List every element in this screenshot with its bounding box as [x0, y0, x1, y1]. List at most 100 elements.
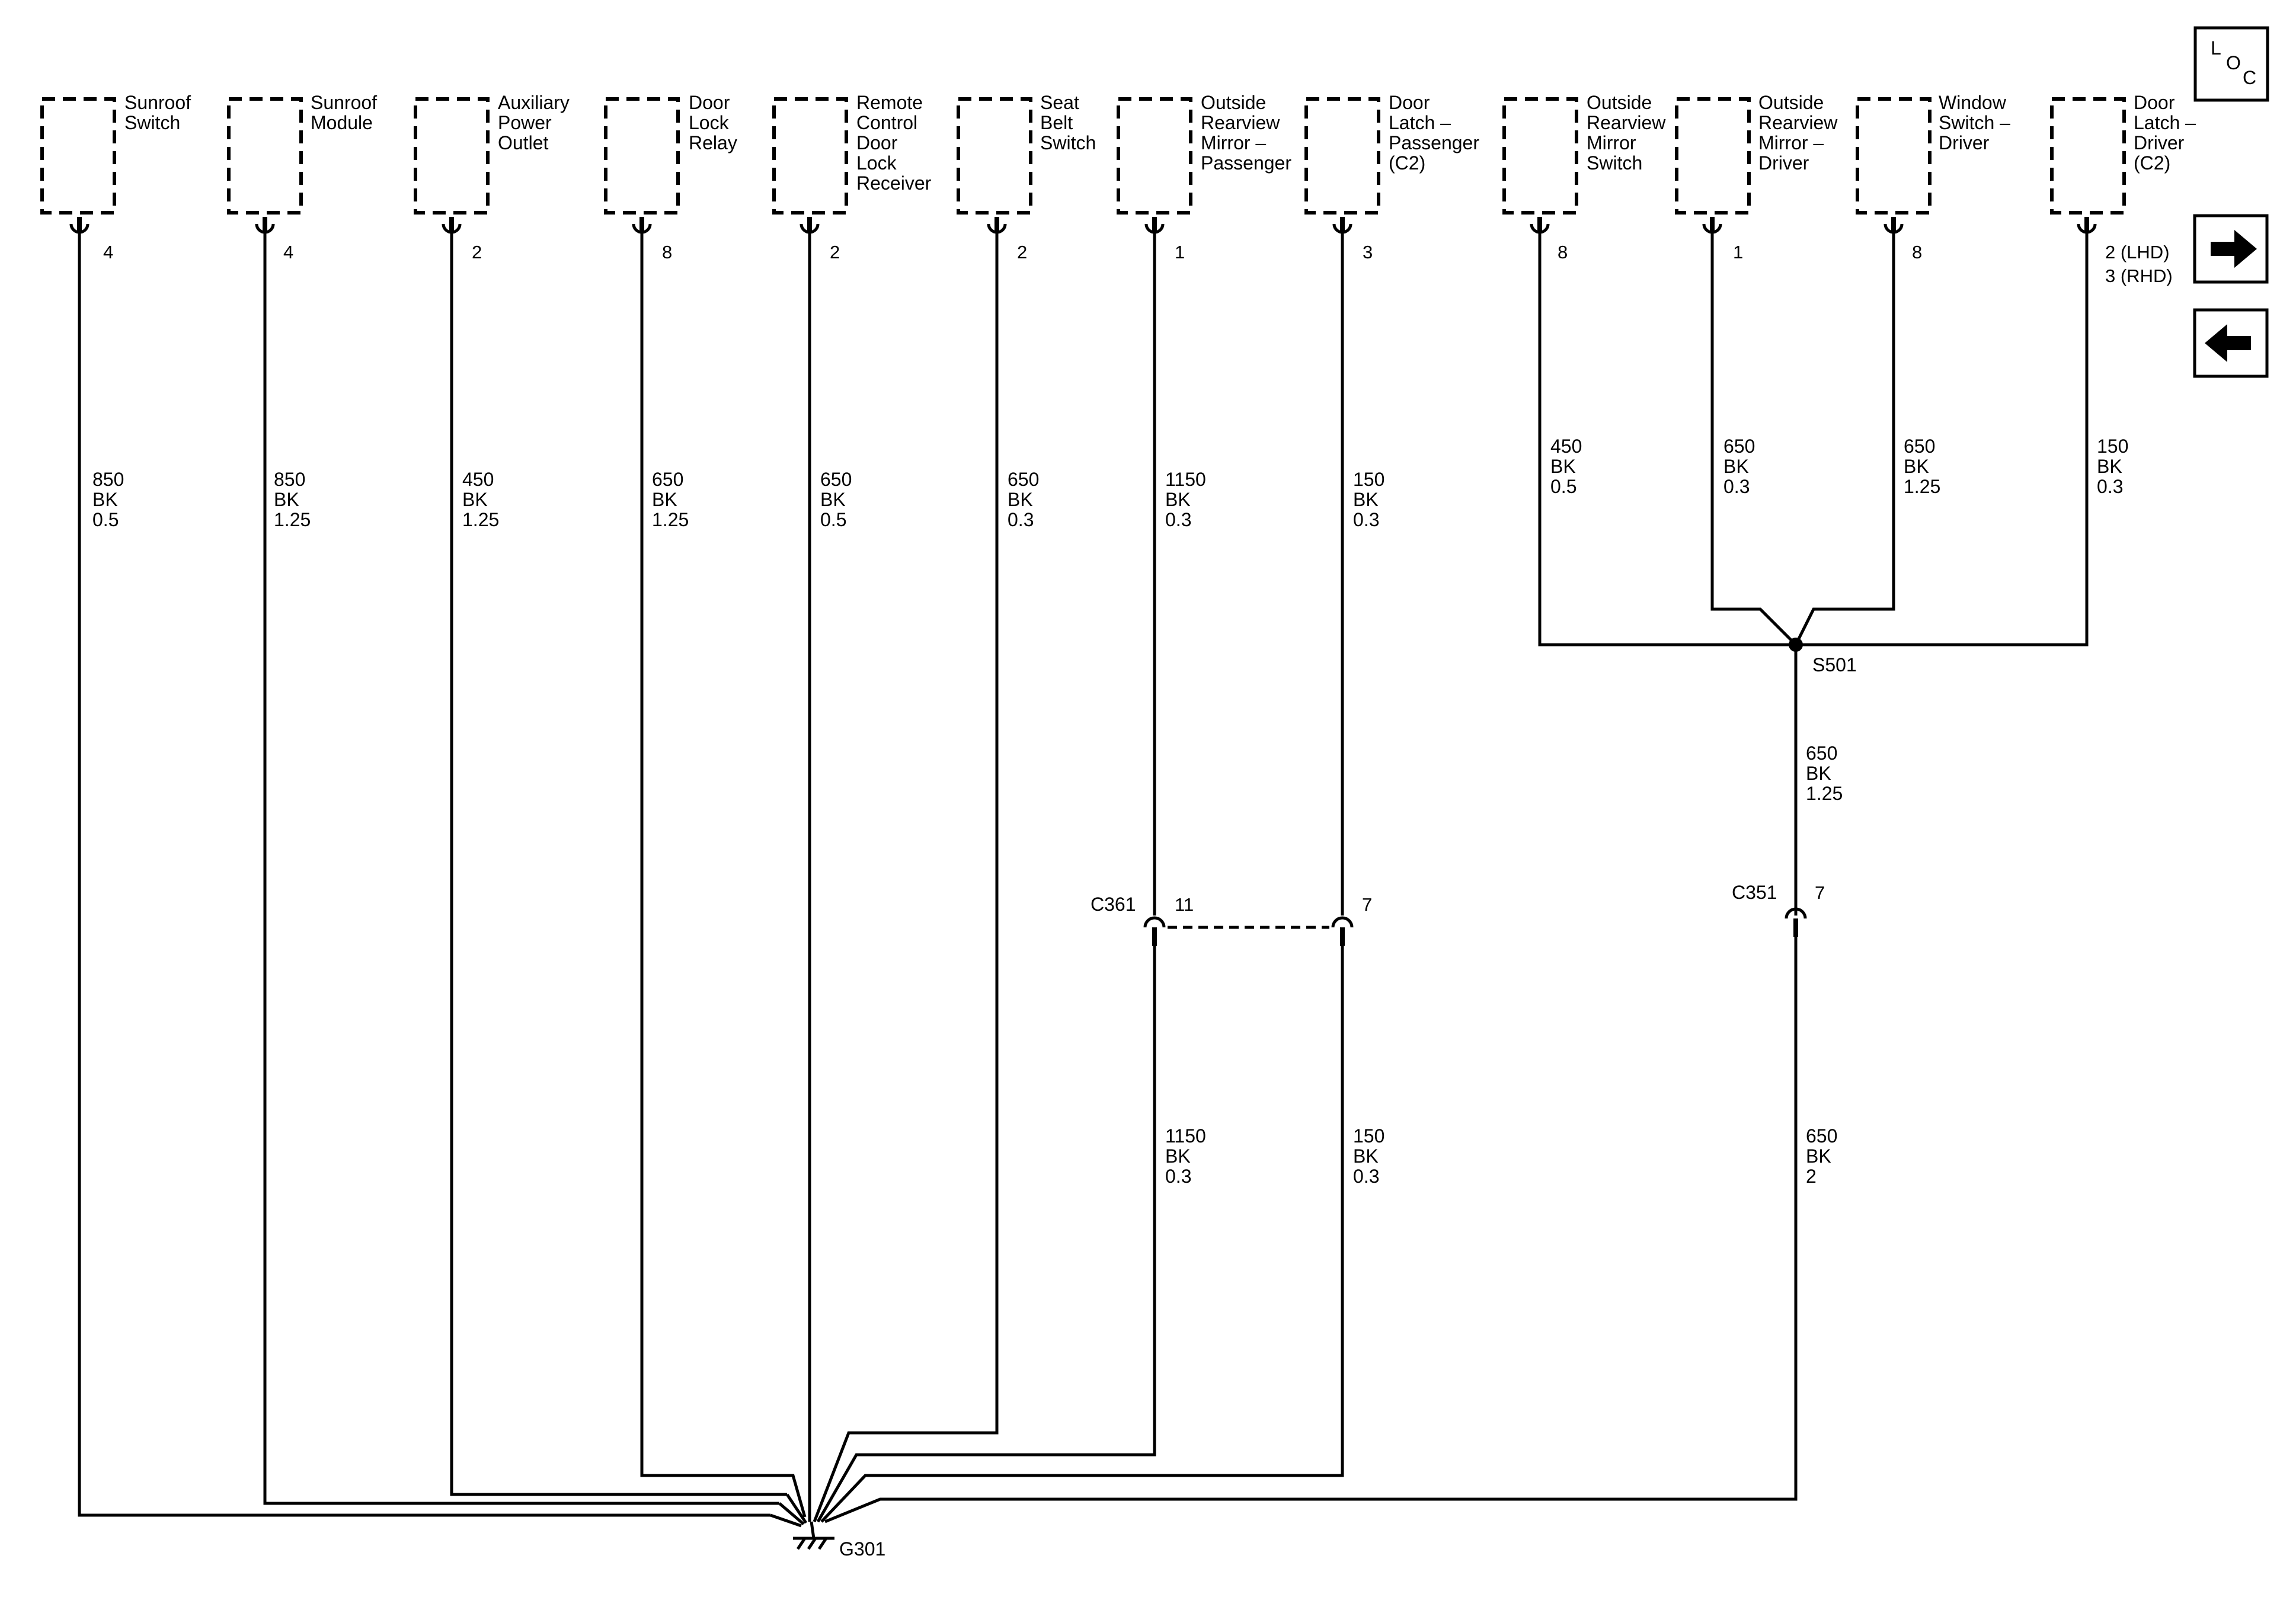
- c361-pin-label: 11: [1175, 894, 1194, 915]
- wire-c351-to-ground: [824, 936, 1798, 1523]
- pin-number: 2: [472, 242, 482, 263]
- splice-point: [1789, 638, 1803, 652]
- outside-rearview-mirror-switch-box: [1502, 97, 1578, 215]
- c361-pin-7: [1331, 916, 1354, 928]
- wire-door-lock-relay: [640, 232, 807, 1518]
- wires: [78, 232, 2089, 1528]
- seat-belt-switch-box: [957, 97, 1032, 215]
- terminal: [1332, 217, 1352, 234]
- loc-letter: C: [2243, 67, 2256, 88]
- pin-number: 8: [1558, 242, 1568, 263]
- left-arrow-icon[interactable]: [2193, 308, 2269, 378]
- wire-sunroof-module: [263, 232, 779, 1505]
- right-arrow-icon[interactable]: [2193, 214, 2269, 284]
- terminal: [1884, 217, 1904, 234]
- terminal: [1530, 217, 1550, 234]
- wire-sunroof-switch: [78, 232, 770, 1517]
- pin-number: 2: [830, 242, 840, 263]
- pin-number: 1: [1175, 242, 1185, 263]
- c351-connector: C351 7: [1732, 882, 1825, 937]
- pin-number: 1: [1733, 242, 1743, 263]
- c361-pin-11: [1143, 916, 1166, 928]
- pin-numbers: 4 4 2 8 2 2 1 3 8 1 8 2 (LHD) 3 (RHD): [103, 242, 2173, 286]
- sunroof-module-box: [227, 97, 303, 215]
- sunroof-switch-box: [40, 97, 116, 215]
- terminal: [1144, 217, 1165, 234]
- door-lock-relay-box: [604, 97, 680, 215]
- loc-icon[interactable]: L O C: [2193, 26, 2269, 102]
- wire-mirror-switch: [1538, 232, 1796, 646]
- remote-control-door-lock-receiver-box: [772, 97, 848, 215]
- outside-rearview-mirror-driver-box: [1675, 97, 1751, 215]
- c361-pin-label: 7: [1362, 894, 1372, 915]
- auxiliary-power-outlet-box: [414, 97, 490, 215]
- component-terminals: [69, 217, 2097, 234]
- terminal: [632, 217, 652, 234]
- c361-connector: C361 11 7: [1091, 894, 1372, 946]
- wire-window-switch-driver: [1794, 232, 1895, 646]
- pin-number: 4: [283, 242, 293, 263]
- c361-label: C361: [1091, 894, 1136, 915]
- terminal: [69, 217, 89, 234]
- ground-symbol: [793, 1521, 834, 1550]
- pin-number: 3: [1363, 242, 1373, 263]
- component-boxes: [40, 97, 2126, 215]
- pin-number: 8: [662, 242, 672, 263]
- wire-mirror-driver: [1710, 232, 1797, 646]
- wire-auxiliary-power-outlet: [450, 232, 787, 1496]
- pin-number: 4: [103, 242, 113, 263]
- splice-label: S501: [1812, 654, 1857, 676]
- c351-pin-7: [1785, 907, 1807, 919]
- loc-letter: L: [2211, 37, 2221, 59]
- wire-bundle: [778, 1502, 805, 1525]
- wire-bundle: [770, 1513, 802, 1528]
- c351-label: C351: [1732, 882, 1777, 903]
- pin-number: 8: [1912, 242, 1922, 263]
- terminal: [2077, 217, 2097, 234]
- wire-door-latch-passenger-lower: [820, 936, 1344, 1523]
- wire-seat-belt-switch: [813, 232, 999, 1522]
- terminal: [800, 217, 820, 234]
- terminal: [255, 217, 275, 234]
- pin-number: 2 (LHD): [2105, 242, 2170, 263]
- terminal: [987, 217, 1007, 234]
- wire-door-latch-driver: [1796, 232, 2089, 646]
- wire-bundle: [785, 1493, 808, 1524]
- c351-pin-label: 7: [1815, 882, 1825, 903]
- outside-rearview-mirror-passenger-box: [1117, 97, 1192, 215]
- window-switch-driver-box: [1856, 97, 1932, 215]
- door-latch-driver-box: [2050, 97, 2126, 215]
- pin-number: 2: [1017, 242, 1027, 263]
- loc-letter: O: [2226, 52, 2241, 73]
- terminal: [1702, 217, 1722, 234]
